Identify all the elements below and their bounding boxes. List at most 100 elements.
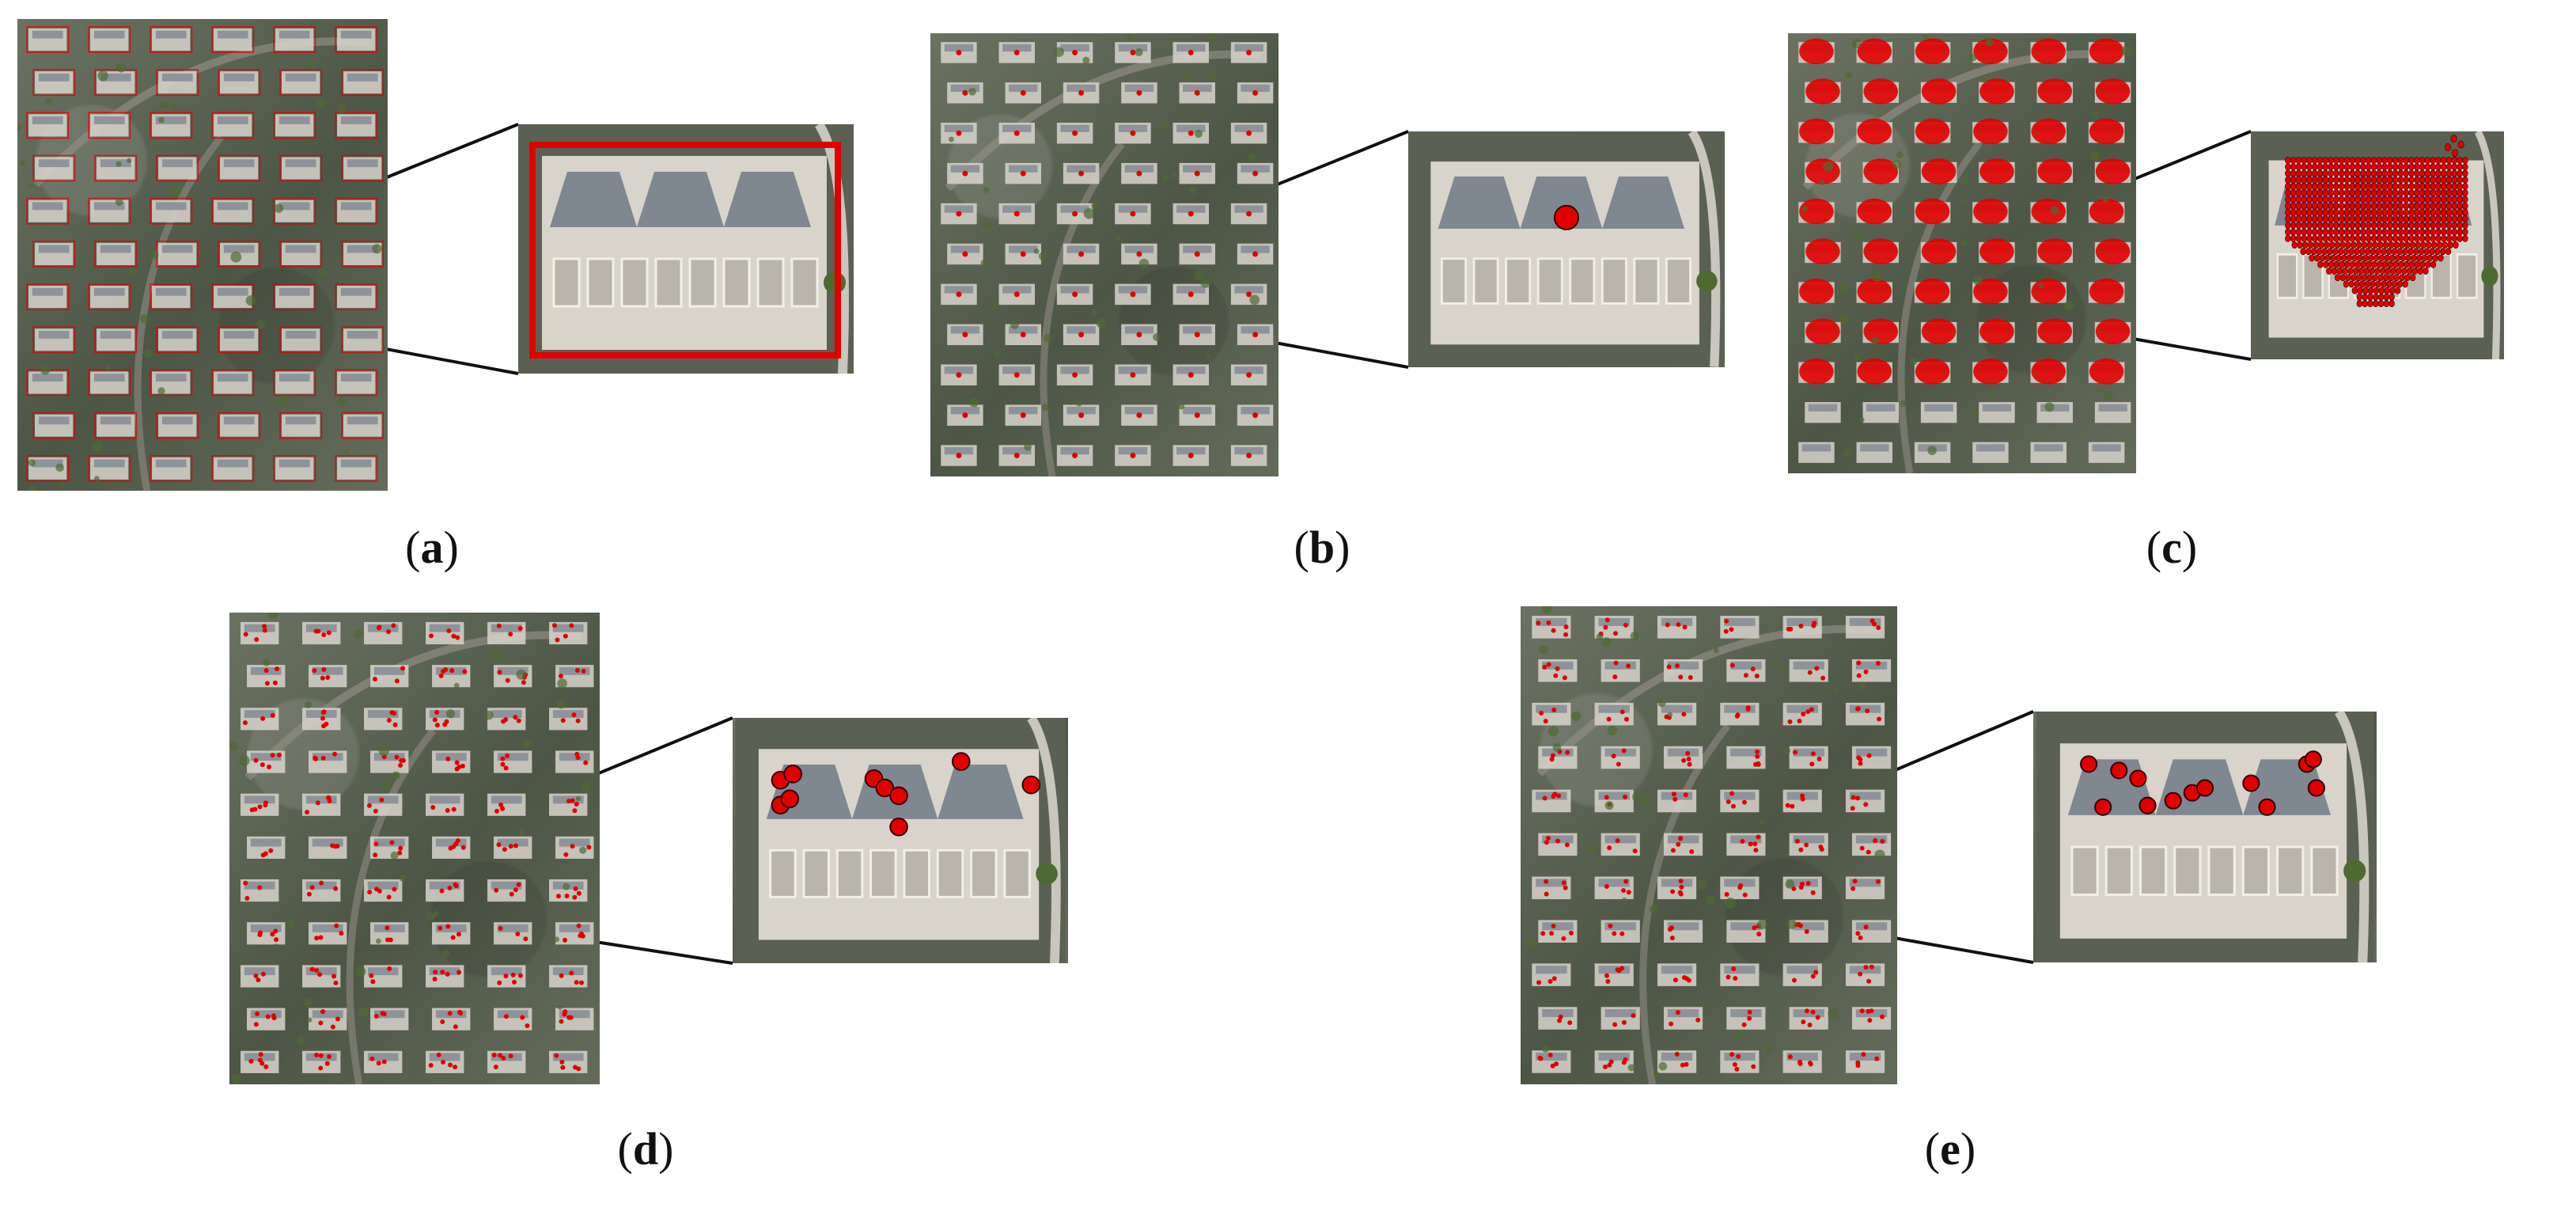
annotation-point bbox=[956, 130, 962, 136]
tree bbox=[1041, 404, 1049, 412]
annotation-point bbox=[2441, 228, 2447, 236]
building-roof bbox=[491, 1053, 522, 1061]
annotation-point bbox=[381, 1059, 387, 1065]
annotation-mask bbox=[1973, 198, 2008, 225]
aerial-image-c bbox=[1788, 33, 2136, 473]
courtyard bbox=[2457, 253, 2478, 299]
annotation-point bbox=[2419, 183, 2426, 190]
annotation-point bbox=[263, 800, 268, 806]
annotation-point bbox=[1542, 795, 1547, 801]
building-roof bbox=[1661, 1053, 1693, 1061]
building-roof bbox=[278, 287, 310, 296]
annotation-point bbox=[2351, 274, 2357, 282]
annotation-point bbox=[2354, 202, 2361, 210]
annotation-point bbox=[2354, 195, 2361, 203]
annotation-box bbox=[150, 369, 193, 397]
annotation-point bbox=[2295, 215, 2302, 223]
annotation-point bbox=[1603, 624, 1608, 630]
annotation-point bbox=[2375, 248, 2381, 256]
annotation-point bbox=[2387, 222, 2393, 230]
annotation-point bbox=[458, 1011, 464, 1016]
annotation-point bbox=[1078, 412, 1085, 419]
annotation-point bbox=[1553, 673, 1559, 678]
annotation-point bbox=[2365, 169, 2372, 177]
annotation-point bbox=[439, 888, 445, 894]
building-roof bbox=[1667, 835, 1699, 844]
annotation-point bbox=[448, 845, 453, 851]
annotation-point bbox=[2435, 228, 2442, 236]
building-roof bbox=[1849, 617, 1881, 626]
annotation-point bbox=[1800, 796, 1805, 802]
annotation-point bbox=[1615, 967, 1620, 973]
tree bbox=[519, 829, 525, 835]
annotation-point bbox=[1858, 935, 1863, 940]
annotation-point bbox=[1861, 1052, 1866, 1057]
annotation-point bbox=[523, 936, 528, 942]
annotation-point bbox=[1536, 621, 1541, 626]
annotation-point bbox=[2360, 176, 2366, 184]
annotation-point bbox=[2339, 195, 2345, 203]
annotation-point bbox=[558, 674, 563, 679]
annotation-point bbox=[2332, 248, 2339, 256]
building-roof bbox=[93, 116, 125, 124]
annotation-point bbox=[2339, 215, 2345, 223]
annotation-point bbox=[2359, 248, 2366, 256]
annotation-point bbox=[453, 1065, 458, 1070]
annotation-point bbox=[315, 800, 320, 806]
annotation-point bbox=[2354, 260, 2362, 268]
annotation-point bbox=[447, 1011, 453, 1016]
annotation-point bbox=[562, 1012, 567, 1017]
building-roof bbox=[1598, 704, 1630, 713]
building-roof bbox=[250, 753, 282, 761]
annotation-point bbox=[2447, 241, 2453, 249]
tree bbox=[1082, 56, 1090, 64]
annotation-point bbox=[1604, 884, 1609, 890]
annotation-point bbox=[1880, 838, 1885, 844]
annotation-point bbox=[2462, 195, 2468, 203]
building-roof bbox=[1849, 966, 1881, 974]
annotation-point bbox=[2388, 293, 2395, 301]
tree bbox=[140, 314, 150, 324]
annotation-point bbox=[2462, 222, 2468, 230]
annotation-point bbox=[1752, 841, 1758, 847]
annotation-point bbox=[1670, 848, 1676, 853]
tree bbox=[336, 103, 347, 113]
annotation-point bbox=[780, 789, 800, 809]
building-roof bbox=[497, 924, 528, 932]
annotation-point bbox=[2342, 267, 2348, 275]
annotation-point bbox=[1855, 706, 1861, 712]
annotation-point bbox=[2408, 228, 2415, 236]
annotation-point bbox=[1621, 748, 1627, 753]
annotation-point bbox=[1798, 885, 1804, 890]
annotation-point bbox=[1555, 666, 1560, 671]
building-roof bbox=[161, 245, 193, 253]
annotation-point bbox=[1726, 799, 1731, 805]
building-roof bbox=[1598, 1053, 1630, 1061]
annotation-point bbox=[2403, 163, 2409, 171]
tree bbox=[1782, 746, 1791, 755]
annotation-point bbox=[453, 882, 458, 887]
courtyard bbox=[802, 848, 830, 898]
tree bbox=[337, 397, 347, 406]
building-roof bbox=[491, 795, 522, 804]
annotation-point bbox=[265, 1014, 271, 1019]
annotation-point bbox=[574, 801, 579, 807]
annotation-point bbox=[2450, 135, 2457, 143]
building-roof bbox=[1066, 165, 1096, 173]
annotation-point bbox=[1682, 624, 1688, 630]
tree bbox=[245, 295, 256, 306]
annotation-point bbox=[2403, 176, 2409, 184]
tree bbox=[1845, 71, 1853, 79]
annotation-point bbox=[2361, 241, 2368, 249]
annotation-point bbox=[2424, 222, 2431, 230]
annotation-point bbox=[1875, 661, 1881, 666]
zoom-image-c bbox=[2251, 131, 2504, 359]
annotation-point bbox=[2408, 189, 2415, 197]
tree bbox=[271, 54, 278, 61]
annotation-point bbox=[1544, 840, 1549, 845]
building-roof bbox=[1241, 84, 1270, 93]
annotation-point bbox=[2414, 163, 2420, 171]
annotation-point bbox=[569, 623, 574, 628]
annotation-point bbox=[1549, 757, 1555, 762]
annotation-point bbox=[2328, 163, 2334, 171]
